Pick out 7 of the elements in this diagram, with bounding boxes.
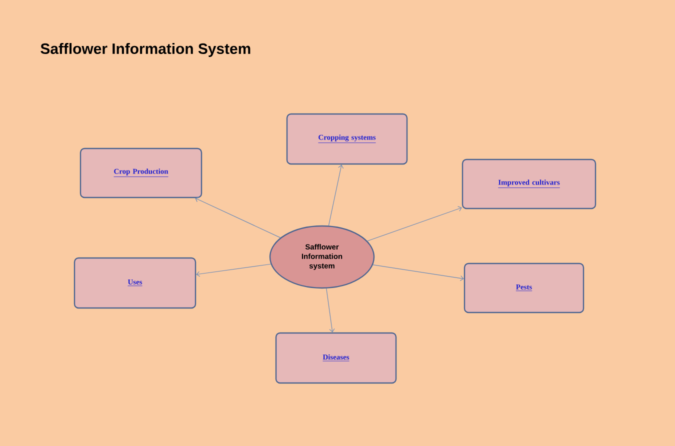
arrow — [326, 288, 335, 332]
arrow — [196, 264, 272, 277]
arrow — [367, 206, 462, 242]
arrow — [195, 196, 281, 238]
arrow — [328, 164, 344, 226]
title: Safflower Information System — [40, 43, 250, 57]
arrow — [372, 264, 464, 281]
